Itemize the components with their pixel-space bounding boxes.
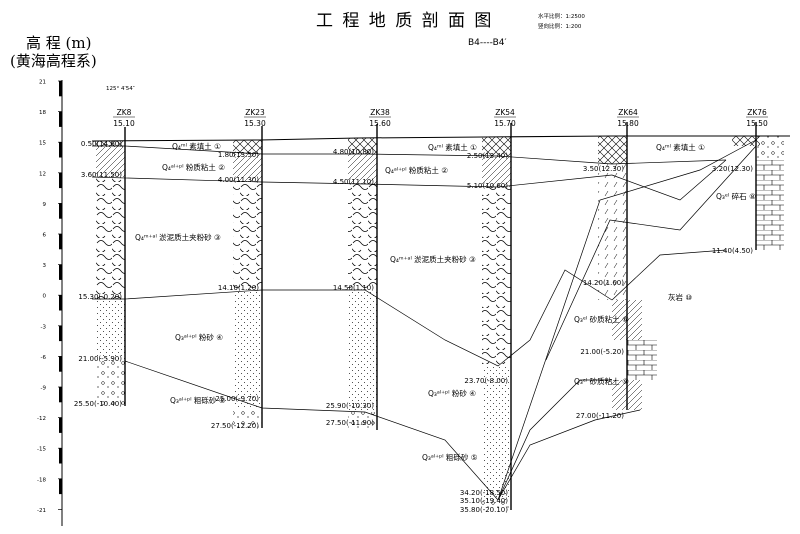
borehole-elevation: 15.80: [617, 119, 639, 128]
depth-label: 5.10(10.60): [467, 182, 508, 190]
borehole-elevation: 15.30: [244, 119, 266, 128]
axis-tick-label: -21: [37, 508, 46, 514]
depth-label: 3.60(11.50): [81, 171, 122, 179]
borehole-id: ZK76: [747, 108, 767, 117]
depth-label: 4.80(10.80): [333, 148, 374, 156]
layer-label: Q₄ᵐˡ 素填土 ①: [172, 141, 221, 151]
borehole-zk8: ZK8 15.10 0.50(14.60) 3.60(11.50) 15.30(-0.2…: [74, 108, 135, 408]
layer-label: Q₃ᵉˡ 砂质粘土 ⑨: [574, 376, 629, 386]
borehole-zk54: ZK54 15.70 2.50(13.40) 5.10(10.60) 23.70(-8.…: [460, 108, 516, 514]
axis-tick-label: -12: [37, 416, 46, 422]
depth-label: 14.10(1.20): [218, 284, 259, 292]
borehole-id: ZK8: [117, 108, 132, 117]
depth-label: 35.80(-20.10): [460, 506, 508, 514]
layer-label: Q₃ᵃˡ⁺ᵖˡ 粉砂 ④: [175, 332, 223, 342]
depth-label: 14.20(1.60): [583, 279, 624, 287]
ground-surface: [91, 135, 790, 142]
depth-label: 35.10(-19.40): [460, 497, 508, 505]
borehole-id: ZK38: [370, 108, 390, 117]
depth-label: 3.50(12.30): [583, 165, 624, 173]
axis-tick-label: 3: [43, 263, 47, 269]
axis-tick-label: 6: [43, 233, 47, 239]
layer-label: Q₄ᵃˡ⁺ᵖˡ 粉质粘土 ②: [162, 162, 225, 172]
borehole-columns: [96, 136, 784, 510]
borehole-elevation: 15.50: [746, 119, 768, 128]
borehole-zk38: ZK38 15.60 4.80(10.80) 4.50(11.10) 14.50(1.1…: [326, 108, 391, 430]
borehole-zk76: ZK76 15.50 3.20(12.30) 11.40(4.50): [712, 108, 768, 255]
layer-label: Q₄ᵃˡ⁺ᵖˡ 粉质粘土 ②: [385, 165, 448, 175]
axis-tick-label: -6: [41, 355, 47, 361]
axis-tick-label: 0: [43, 294, 47, 300]
layer-label: Q₃ᵃˡ⁺ᵖˡ 粗砾砂 ⑤: [170, 395, 226, 405]
drawing-title: 工 程 地 质 剖 面 图: [316, 11, 493, 31]
depth-label: 14.50(1.10): [333, 284, 374, 292]
axis-title: 高 程 (m): [26, 34, 91, 52]
borehole-zk23: ZK23 15.30 1.80(13.50) 4.00(11.30) 14.10(1.2…: [211, 108, 266, 430]
layer-label: Q₃ᵉˡ 砂质粘土 ⑥: [574, 314, 629, 324]
horizontal-scale: 水平比例：1:2500: [538, 12, 585, 20]
layer-label: Q₄ᵐ⁺ᵃˡ 淤泥质土夹粉砂 ③: [135, 232, 221, 242]
axis-tick-label: -3: [41, 324, 47, 330]
layer-label: Q₄ᵐˡ 素填土 ①: [656, 142, 705, 152]
depth-label: 0.50(14.60): [81, 140, 122, 148]
coordinate-note: 125° 4′54″: [106, 86, 135, 92]
depth-label: 15.30(-0.20): [78, 293, 122, 301]
depth-label: 34.20(-18.50): [460, 489, 508, 497]
axis-tick-label: 9: [43, 202, 47, 208]
borehole-id: ZK64: [618, 108, 638, 117]
axis-tick-label: -15: [37, 447, 46, 453]
axis-tick-label: 15: [39, 141, 46, 147]
depth-label: 11.40(4.50): [712, 247, 753, 255]
depth-label: 27.50(-11.90): [326, 419, 374, 427]
axis-tick-label: 18: [39, 110, 46, 116]
layer-label: Q₃ᵃˡ⁺ᵖˡ 粗砾砂 ⑤: [422, 452, 478, 462]
borehole-zk64: ZK64 15.80 3.50(12.30) 14.20(1.60) 21.00(-5.…: [576, 108, 639, 420]
depth-label: 25.50(-10.40): [74, 400, 122, 408]
depth-label: 23.70(-8.00): [464, 377, 508, 385]
vertical-scale: 竖向比例：1:200: [538, 22, 582, 30]
boreholes: ZK8 15.10 0.50(14.60) 3.60(11.50) 15.30(-0.2…: [74, 108, 768, 514]
borehole-elevation: 15.10: [113, 119, 135, 128]
depth-label: 1.80(13.50): [218, 151, 259, 159]
depth-label: 4.50(11.10): [333, 178, 374, 186]
depth-label: 2.50(13.40): [467, 152, 508, 160]
layer-label: Q₄ᵐˡ 素填土 ①: [428, 142, 477, 152]
depth-label: 27.00(-11.20): [576, 412, 624, 420]
depth-label: 25.00(-9.70): [215, 395, 259, 403]
elevation-axis: 21 18 15 12 9 6 3 0 -3 -6 -9 -12 -15 -18 -21: [37, 80, 63, 526]
layer-label: Q₃ᵉˡ 碎石 ⑧: [716, 191, 756, 201]
borehole-id: ZK23: [245, 108, 265, 117]
depth-label: 21.00(-5.90): [78, 355, 122, 363]
layer-label: Q₄ᵐ⁺ᵃˡ 淤泥质土夹粉砂 ③: [390, 254, 476, 264]
depth-label: 27.50(-12.20): [211, 422, 259, 430]
axis-subtitle: (黄海高程系): [10, 52, 97, 70]
depth-label: 3.20(12.30): [712, 165, 753, 173]
borehole-elevation: 15.70: [494, 119, 516, 128]
stratum-labels: Q₄ᵐˡ 素填土 ① Q₄ᵃˡ⁺ᵖˡ 粉质粘土 ② Q₄ᵐ⁺ᵃˡ 淤泥质土夹粉砂…: [135, 141, 756, 462]
layer-label: 灰岩 ⑩: [668, 292, 692, 302]
axis-tick-label: -9: [41, 386, 47, 392]
axis-tick-label: 12: [39, 171, 46, 177]
layer-boundaries: [91, 139, 757, 501]
axis-tick-label: 21: [39, 80, 46, 86]
section-name: B4----B4′: [468, 38, 507, 48]
layer-label: Q₃ᵃˡ⁺ᵖˡ 粉砂 ④: [428, 388, 476, 398]
borehole-id: ZK54: [495, 108, 515, 117]
depth-label: 4.00(11.30): [218, 176, 259, 184]
depth-label: 21.00(-5.20): [580, 348, 624, 356]
depth-label: 25.90(-10.30): [326, 402, 374, 410]
axis-tick-label: -18: [37, 477, 46, 483]
borehole-elevation: 15.60: [369, 119, 391, 128]
